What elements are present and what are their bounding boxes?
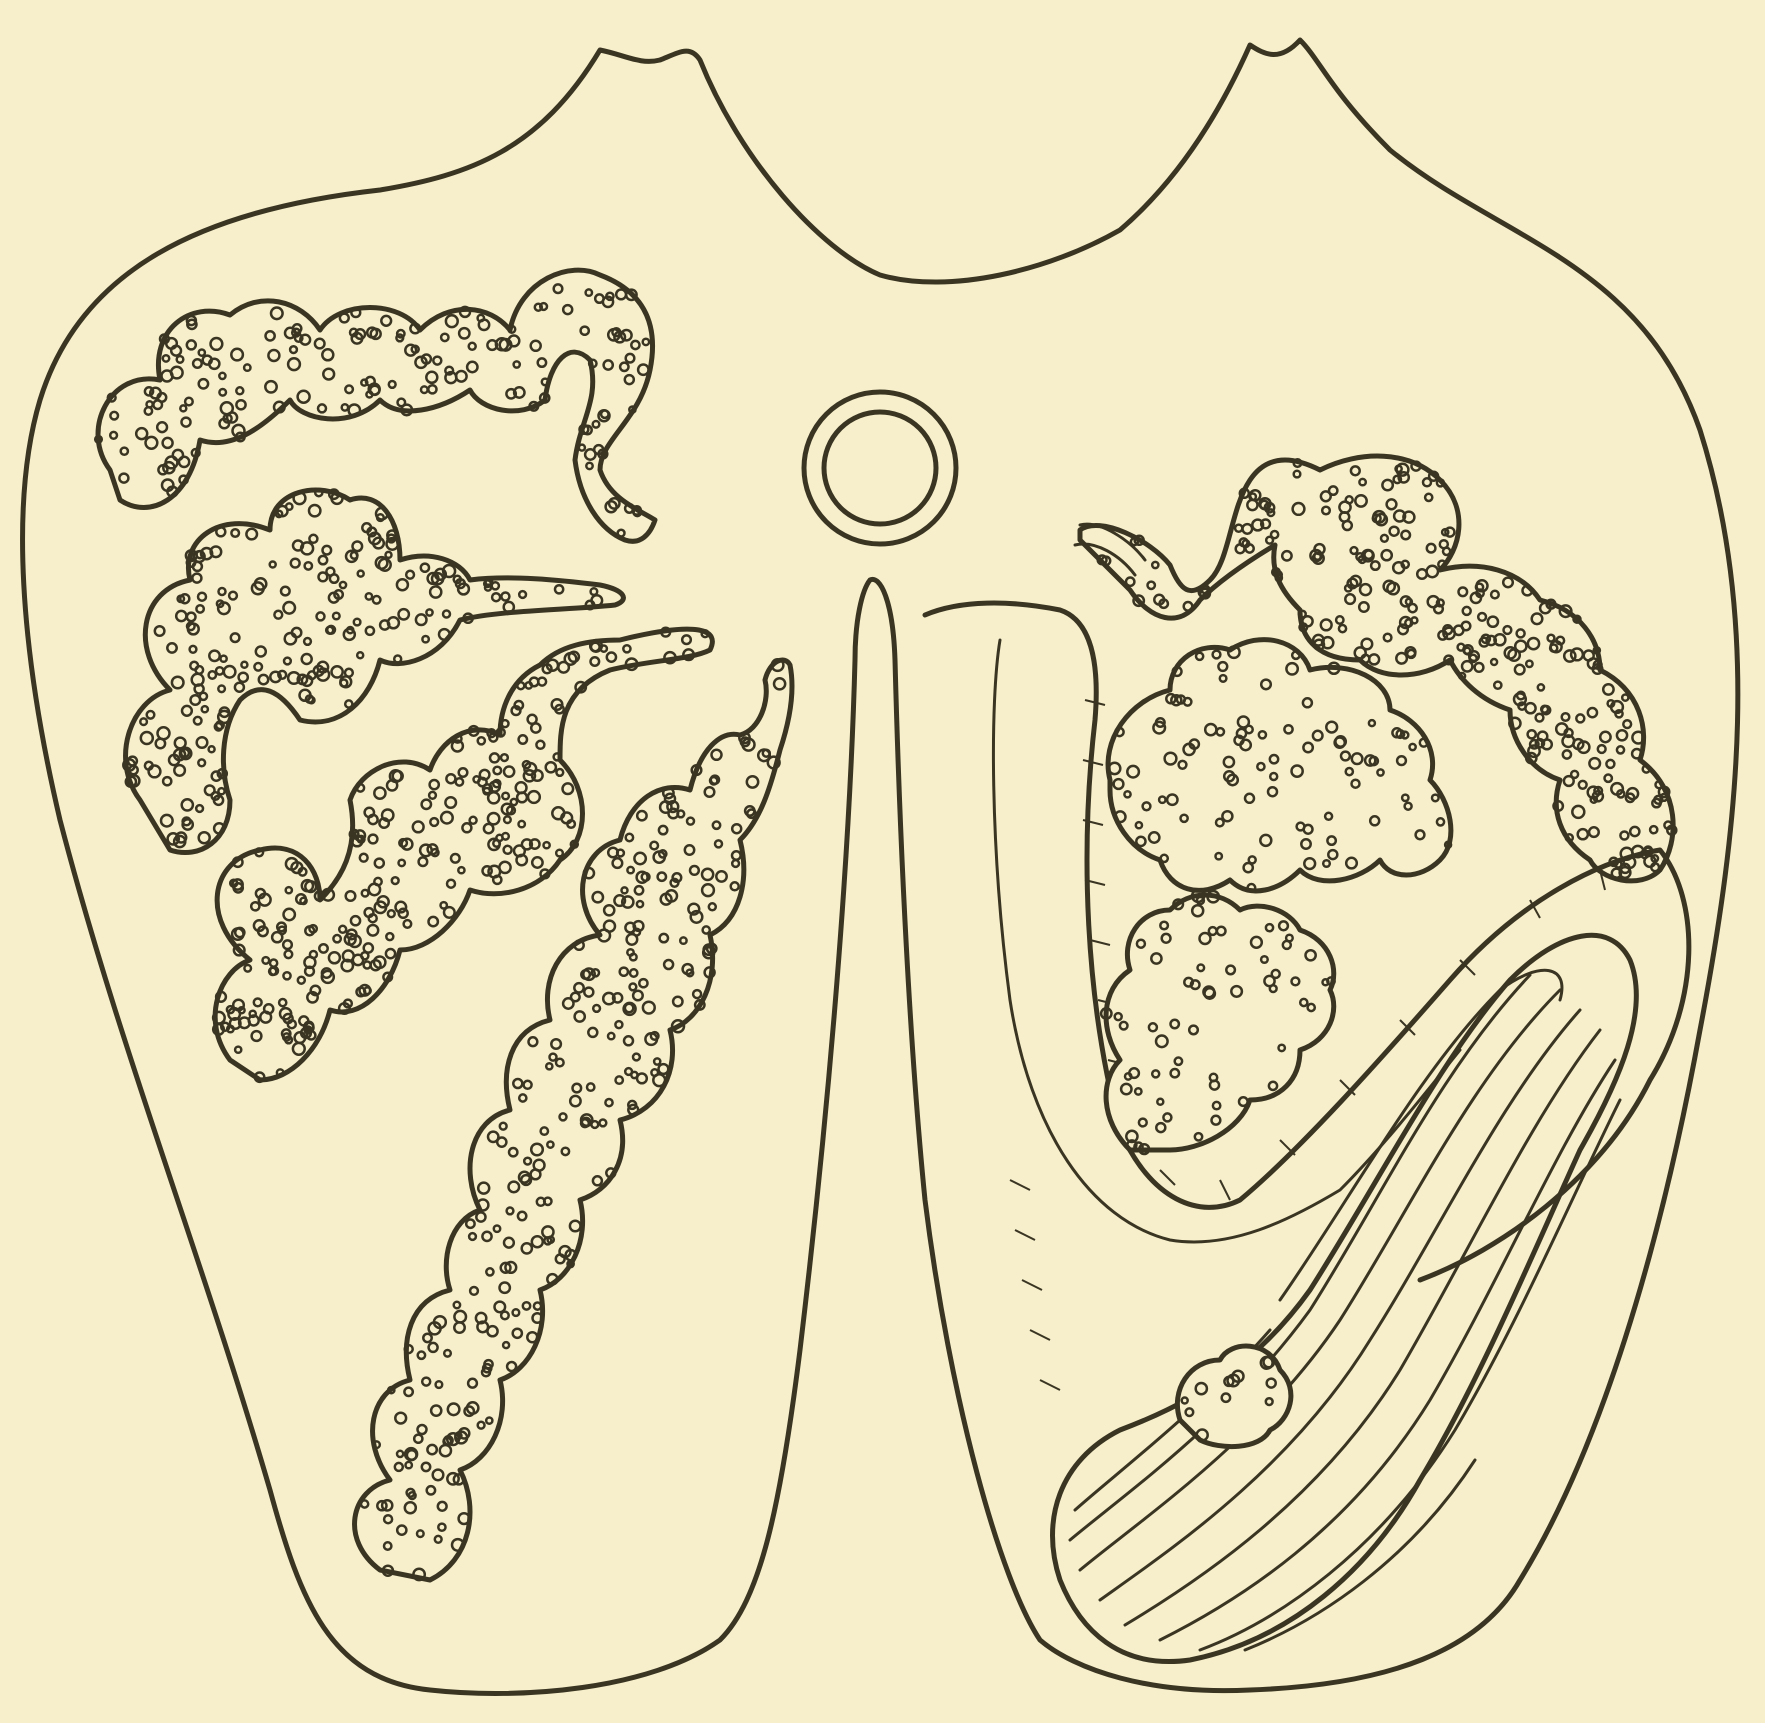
anatomical-illustration <box>0 0 1765 1723</box>
